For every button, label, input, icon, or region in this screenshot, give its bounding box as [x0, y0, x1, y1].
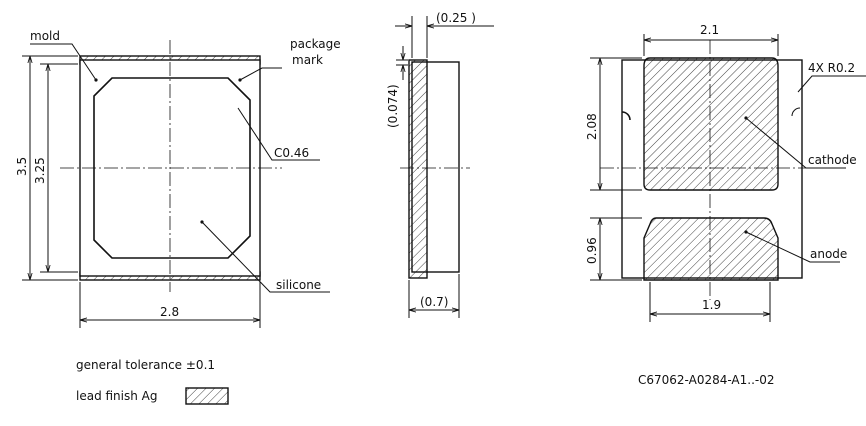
label-cathode: cathode: [808, 153, 857, 167]
note-lead-finish: lead finish Ag: [76, 389, 158, 403]
dim-pad-height-top: 2.08: [585, 113, 599, 140]
label-radius: 4X R0.2: [808, 61, 855, 75]
anode-pad: [643, 217, 779, 281]
dim-side-lead: (0.074): [386, 84, 400, 128]
dim-height-total: 3.5: [15, 157, 29, 176]
note-tolerance: general tolerance ±0.1: [76, 358, 215, 372]
part-number: C67062-A0284-A1..-02: [638, 373, 775, 387]
label-anode: anode: [810, 247, 847, 261]
label-mold: mold: [30, 29, 60, 43]
side-view: [395, 16, 494, 318]
label-chamfer: C0.46: [274, 146, 309, 160]
label-package: package: [290, 37, 341, 51]
dim-height-inner: 3.25: [33, 157, 47, 184]
label-silicone: silicone: [276, 278, 321, 292]
top-view: [22, 40, 330, 328]
dim-width-total: 2.8: [160, 305, 179, 319]
dim-side-width: (0.7): [420, 295, 448, 309]
side-lead: [408, 59, 428, 279]
bottom-view: [590, 34, 866, 322]
cathode-pad: [643, 57, 779, 191]
dim-pad-height-bottom: 0.96: [585, 237, 599, 264]
silicone-window: [93, 77, 251, 259]
hatch-legend-swatch: [185, 387, 229, 405]
dim-pad-width-top: 2.1: [700, 23, 719, 37]
dim-pad-width-bottom: 1.9: [702, 298, 721, 312]
dim-side-top: (0.25 ): [436, 11, 476, 25]
label-mark: mark: [292, 53, 323, 67]
